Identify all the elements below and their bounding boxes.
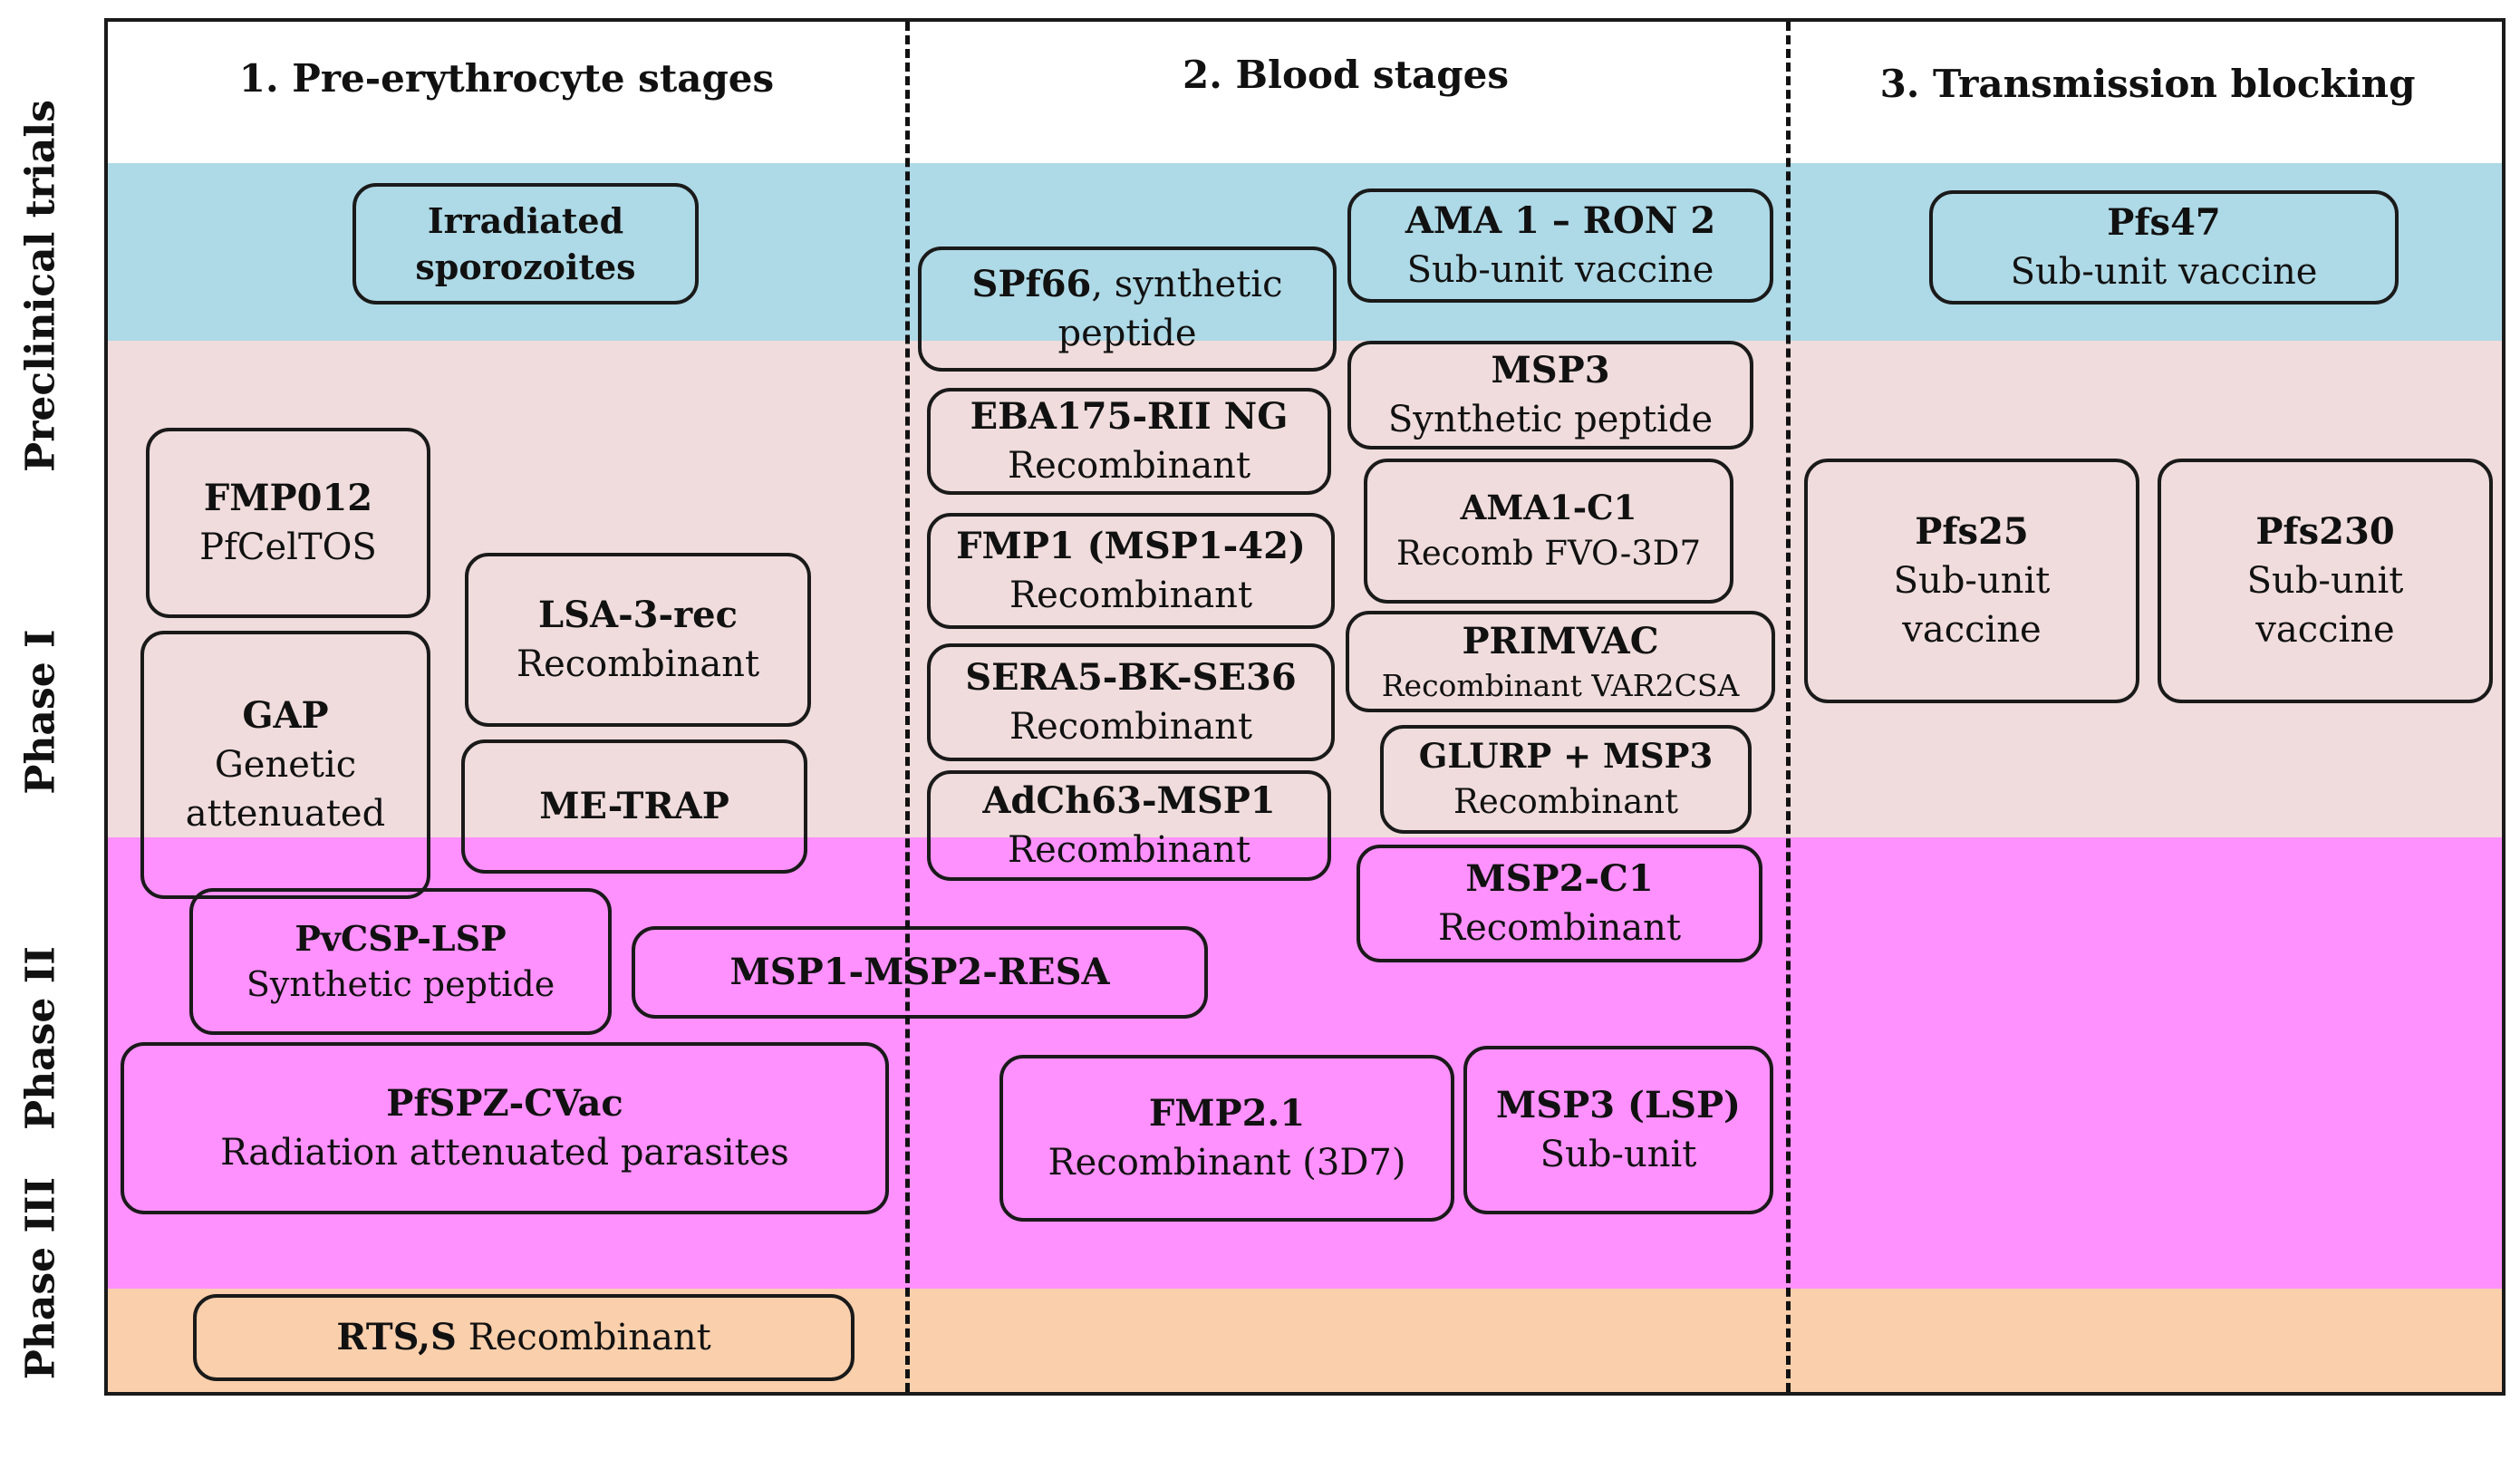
divider-pre-blood [905, 22, 910, 1392]
vaccine-detail: Synthetic peptide [1387, 399, 1714, 440]
vaccine-msp2-c1: MSP2-C1 Recombinant [1357, 845, 1762, 962]
vaccine-primvac: PRIMVAC Recombinant VAR2CSA [1346, 611, 1775, 712]
vaccine-name: MSP3 (LSP) [1496, 1084, 1741, 1126]
row-label-phase-3: Phase III [17, 1176, 64, 1380]
vaccine-detail: Recombinant [1009, 706, 1253, 748]
vaccine-detail: Recombinant [1437, 907, 1682, 949]
band-phase-3 [108, 1289, 2502, 1392]
vaccine-name: MSP1-MSP2-RESA [729, 951, 1110, 993]
vaccine-detail: Sub-unit vaccine [2010, 251, 2318, 293]
vaccine-name: RTS,S [336, 1316, 457, 1358]
vaccine-name: Pfs47 [2107, 201, 2221, 244]
vaccine-name: MSP2-C1 [1465, 857, 1654, 900]
vaccine-detail: Sub-unit [2246, 560, 2404, 602]
vaccine-name: AdCh63-MSP1 [982, 779, 1276, 822]
band-phase-1 [108, 341, 2502, 837]
vaccine-name: FMP1 (MSP1-42) [956, 525, 1306, 567]
vaccine-name: AMA1-C1 [1460, 488, 1637, 528]
vaccine-sera5: SERA5-BK-SE36 Recombinant [927, 643, 1335, 761]
vaccine-detail: Recombinant (3D7) [1048, 1142, 1406, 1184]
vaccine-rts-s: RTS,S Recombinant [193, 1294, 854, 1381]
vaccine-pfs47: Pfs47 Sub-unit vaccine [1929, 190, 2399, 304]
vaccine-name: FMP012 [203, 477, 373, 519]
vaccine-name: AMA 1 – RON 2 [1405, 199, 1716, 242]
vaccine-pfspz-cvac: PfSPZ-CVac Radiation attenuated parasite… [121, 1042, 889, 1214]
vaccine-pvcsp-lsp: PvCSP-LSP Synthetic peptide [189, 888, 612, 1035]
vaccine-detail: PfCelTOS [199, 527, 377, 568]
diagram-frame: 1. Pre-erythrocyte stages 2. Blood stage… [104, 18, 2506, 1396]
vaccine-detail-2: attenuated [185, 793, 386, 835]
vaccine-name: Pfs230 [2255, 510, 2395, 553]
vaccine-fmp012: FMP012 PfCelTOS [146, 428, 430, 618]
row-label-preclinical: Preclinical trials [17, 100, 64, 472]
vaccine-pfs230: Pfs230 Sub-unit vaccine [2158, 459, 2493, 703]
vaccine-detail: Recombinant [516, 643, 760, 685]
vaccine-me-trap: ME-TRAP [461, 739, 807, 874]
vaccine-name: PfSPZ-CVac [386, 1082, 623, 1125]
vaccine-detail: Recombinant [1009, 575, 1253, 616]
vaccine-name: FMP2.1 [1148, 1092, 1306, 1135]
vaccine-name: PRIMVAC [1462, 619, 1659, 662]
vaccine-detail: Synthetic peptide [246, 964, 555, 1004]
vaccine-fmp1: FMP1 (MSP1-42) Recombinant [927, 513, 1335, 629]
vaccine-ama1-c1: AMA1-C1 Recomb FVO-3D7 [1364, 459, 1733, 604]
vaccine-eba175: EBA175-RII NG Recombinant [927, 388, 1331, 495]
vaccine-msp1-msp2-resa: MSP1-MSP2-RESA [632, 926, 1208, 1019]
vaccine-name: PvCSP-LSP [294, 917, 507, 959]
column-header-pre-erythrocyte: 1. Pre-erythrocyte stages [238, 56, 775, 101]
vaccine-detail-2: vaccine [1902, 609, 2042, 651]
vaccine-name: LSA-3-rec [538, 594, 738, 636]
vaccine-name: EBA175-RII NG [970, 395, 1289, 438]
column-header-blood: 2. Blood stages [1183, 53, 1509, 97]
vaccine-detail: sporozoites [415, 246, 636, 287]
vaccine-adch63-msp1: AdCh63-MSP1 Recombinant [927, 770, 1331, 881]
vaccine-spf66: SPf66, synthetic peptide [918, 246, 1337, 372]
vaccine-detail: Recombinant VAR2CSA [1381, 667, 1740, 703]
vaccine-irradiated-sporozoites: Irradiated sporozoites [352, 183, 699, 304]
vaccine-name: Irradiated [427, 199, 624, 241]
vaccine-detail: Recombinant [1453, 782, 1678, 821]
vaccine-name: SERA5-BK-SE36 [965, 656, 1297, 699]
vaccine-name: GLURP + MSP3 [1418, 736, 1714, 777]
vaccine-name: SPf66 [971, 263, 1092, 305]
column-header-transmission: 3. Transmission blocking [1879, 62, 2416, 106]
vaccine-detail: Recombinant [1007, 445, 1251, 487]
vaccine-name: ME-TRAP [539, 785, 729, 827]
vaccine-ama1-ron2: AMA 1 – RON 2 Sub-unit vaccine [1347, 188, 1773, 303]
vaccine-detail-2: peptide [1057, 313, 1197, 354]
vaccine-detail: Recombinant [1007, 829, 1251, 871]
row-label-phase-1: Phase I [17, 629, 64, 795]
vaccine-msp3: MSP3 Synthetic peptide [1347, 341, 1753, 449]
vaccine-detail: Sub-unit [1893, 560, 2051, 602]
vaccine-detail-2: vaccine [2255, 609, 2395, 651]
vaccine-fmp2-1: FMP2.1 Recombinant (3D7) [999, 1055, 1454, 1222]
vaccine-glurp-msp3: GLURP + MSP3 Recombinant [1380, 725, 1752, 834]
vaccine-name: Pfs25 [1915, 510, 2029, 553]
vaccine-name: GAP [242, 694, 329, 737]
vaccine-msp3-lsp: MSP3 (LSP) Sub-unit [1463, 1046, 1773, 1214]
vaccine-detail: Recomb FVO-3D7 [1396, 534, 1701, 573]
vaccine-lsa-3-rec: LSA-3-rec Recombinant [465, 553, 811, 727]
divider-blood-transmission [1786, 22, 1791, 1392]
vaccine-detail: Recombinant [456, 1317, 711, 1358]
vaccine-detail: Genetic [214, 744, 357, 786]
vaccine-detail: Sub-unit vaccine [1406, 249, 1714, 291]
vaccine-detail: Sub-unit [1540, 1134, 1697, 1175]
vaccine-detail: , synthetic [1091, 264, 1283, 305]
vaccine-pfs25: Pfs25 Sub-unit vaccine [1804, 459, 2139, 703]
vaccine-gap: GAP Genetic attenuated [140, 631, 430, 899]
vaccine-detail: Radiation attenuated parasites [220, 1132, 789, 1174]
vaccine-name: MSP3 [1491, 349, 1610, 391]
